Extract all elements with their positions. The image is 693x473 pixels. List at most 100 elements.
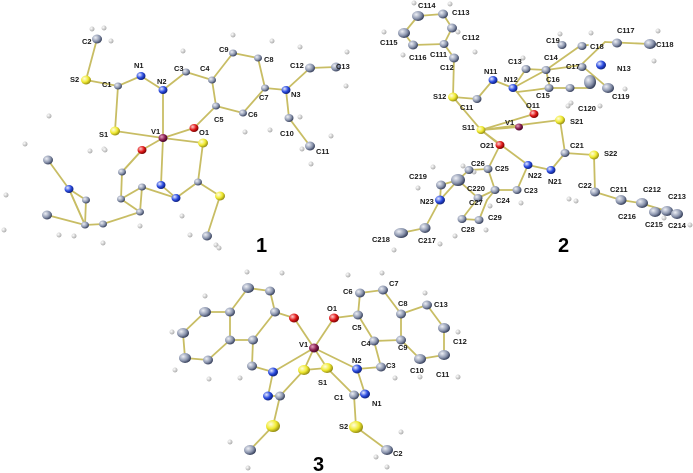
svg-text:C11: C11 bbox=[460, 103, 473, 112]
svg-text:C7: C7 bbox=[259, 93, 269, 102]
svg-text:C114: C114 bbox=[418, 1, 436, 10]
svg-text:V1: V1 bbox=[151, 127, 160, 136]
structure-number: 2 bbox=[558, 235, 569, 257]
svg-text:C8: C8 bbox=[398, 299, 408, 308]
svg-text:C112: C112 bbox=[462, 33, 480, 42]
svg-text:C220: C220 bbox=[467, 184, 485, 193]
svg-text:C118: C118 bbox=[656, 40, 674, 49]
svg-text:C119: C119 bbox=[612, 92, 630, 101]
svg-text:C217: C217 bbox=[418, 236, 436, 245]
svg-text:C5: C5 bbox=[352, 323, 362, 332]
svg-text:N21: N21 bbox=[548, 177, 562, 186]
svg-text:C4: C4 bbox=[200, 64, 210, 73]
svg-text:N2: N2 bbox=[352, 356, 362, 365]
svg-text:S1: S1 bbox=[99, 130, 108, 139]
svg-text:C13: C13 bbox=[434, 300, 448, 309]
svg-text:C21: C21 bbox=[570, 141, 584, 150]
svg-text:N23: N23 bbox=[420, 197, 434, 206]
svg-text:C3: C3 bbox=[174, 64, 184, 73]
svg-text:S21: S21 bbox=[570, 117, 583, 126]
svg-text:N11: N11 bbox=[484, 67, 497, 76]
hydrogen-atoms bbox=[381, 0, 693, 253]
svg-text:C214: C214 bbox=[668, 221, 687, 230]
svg-text:O11: O11 bbox=[526, 101, 540, 110]
svg-text:N2: N2 bbox=[157, 77, 167, 86]
structure-number: 3 bbox=[313, 454, 324, 473]
svg-text:N12: N12 bbox=[504, 75, 518, 84]
svg-text:C16: C16 bbox=[546, 75, 560, 84]
svg-text:C12: C12 bbox=[453, 337, 467, 346]
svg-text:C211: C211 bbox=[610, 185, 628, 194]
hydrogen-atoms bbox=[169, 269, 461, 471]
svg-text:C6: C6 bbox=[343, 287, 353, 296]
svg-text:C15: C15 bbox=[536, 91, 550, 100]
svg-text:C2: C2 bbox=[393, 449, 403, 458]
svg-text:C22: C22 bbox=[578, 181, 592, 190]
svg-text:C6: C6 bbox=[248, 110, 258, 119]
svg-text:C23: C23 bbox=[524, 186, 538, 195]
svg-text:C24: C24 bbox=[496, 196, 511, 205]
svg-text:S2: S2 bbox=[70, 75, 79, 84]
svg-text:C120: C120 bbox=[578, 104, 596, 113]
atom-labels: C6 C7 O1 C8 C13 C5 V1 C4 C9 C12 N2 C3 S1… bbox=[299, 279, 467, 458]
svg-text:C212: C212 bbox=[643, 185, 661, 194]
atom-labels: C114 C113 C115 C111 C112 C116 C12 C13 C1… bbox=[372, 1, 687, 245]
svg-text:C9: C9 bbox=[219, 45, 229, 54]
svg-text:C117: C117 bbox=[617, 26, 635, 35]
hydrogen-atoms bbox=[1, 25, 350, 251]
svg-text:C18: C18 bbox=[590, 42, 604, 51]
svg-text:C12: C12 bbox=[440, 63, 454, 72]
svg-text:C213: C213 bbox=[668, 192, 686, 201]
structure-2: C114 C113 C115 C111 C112 C116 C12 C13 C1… bbox=[372, 0, 693, 257]
svg-text:C25: C25 bbox=[495, 164, 509, 173]
svg-text:N22: N22 bbox=[528, 171, 542, 180]
svg-text:C4: C4 bbox=[361, 339, 371, 348]
svg-text:C19: C19 bbox=[546, 36, 560, 45]
svg-text:C116: C116 bbox=[409, 53, 427, 62]
svg-text:C11: C11 bbox=[436, 370, 449, 379]
svg-text:C27: C27 bbox=[469, 198, 483, 207]
svg-text:O1: O1 bbox=[199, 128, 209, 137]
svg-text:S22: S22 bbox=[604, 149, 617, 158]
svg-text:N3: N3 bbox=[291, 90, 301, 99]
svg-text:C7: C7 bbox=[389, 279, 399, 288]
svg-text:N1: N1 bbox=[134, 61, 144, 70]
svg-text:C2: C2 bbox=[82, 37, 92, 46]
svg-text:S12: S12 bbox=[433, 92, 446, 101]
svg-text:C215: C215 bbox=[645, 220, 663, 229]
svg-text:C115: C115 bbox=[380, 38, 398, 47]
svg-text:C9: C9 bbox=[398, 343, 408, 352]
svg-text:V1: V1 bbox=[299, 340, 308, 349]
atom-labels: C2 S2 N1 N2 C3 C4 C9 C8 C12 C13 C1 C7 N3… bbox=[70, 37, 350, 156]
svg-text:S2: S2 bbox=[339, 422, 348, 431]
structure-1: C2 S2 N1 N2 C3 C4 C9 C8 C12 C13 C1 C7 N3… bbox=[1, 25, 350, 257]
svg-text:S11: S11 bbox=[462, 123, 475, 132]
atoms bbox=[177, 283, 450, 455]
svg-text:C29: C29 bbox=[488, 213, 502, 222]
svg-text:C13: C13 bbox=[336, 62, 350, 71]
svg-text:C219: C219 bbox=[409, 172, 427, 181]
svg-text:C10: C10 bbox=[280, 129, 294, 138]
svg-text:C10: C10 bbox=[410, 366, 424, 375]
svg-text:N1: N1 bbox=[372, 399, 382, 408]
svg-text:C216: C216 bbox=[618, 212, 636, 221]
svg-text:O21: O21 bbox=[480, 141, 494, 150]
svg-text:C28: C28 bbox=[461, 225, 475, 234]
svg-text:V1: V1 bbox=[505, 118, 514, 127]
atoms bbox=[394, 9, 683, 238]
svg-text:C111: C111 bbox=[430, 50, 447, 59]
svg-text:C218: C218 bbox=[372, 235, 390, 244]
svg-text:C113: C113 bbox=[452, 8, 470, 17]
svg-text:O1: O1 bbox=[327, 304, 337, 313]
atoms bbox=[42, 34, 341, 241]
svg-text:C12: C12 bbox=[290, 61, 304, 70]
svg-text:C8: C8 bbox=[264, 55, 274, 64]
svg-text:C1: C1 bbox=[334, 393, 344, 402]
svg-text:C11: C11 bbox=[316, 147, 329, 156]
svg-text:C26: C26 bbox=[471, 159, 485, 168]
svg-text:C17: C17 bbox=[566, 62, 580, 71]
structure-3: C6 C7 O1 C8 C13 C5 V1 C4 C9 C12 N2 C3 S1… bbox=[169, 269, 467, 473]
svg-text:S1: S1 bbox=[318, 378, 327, 387]
svg-text:C5: C5 bbox=[214, 115, 224, 124]
